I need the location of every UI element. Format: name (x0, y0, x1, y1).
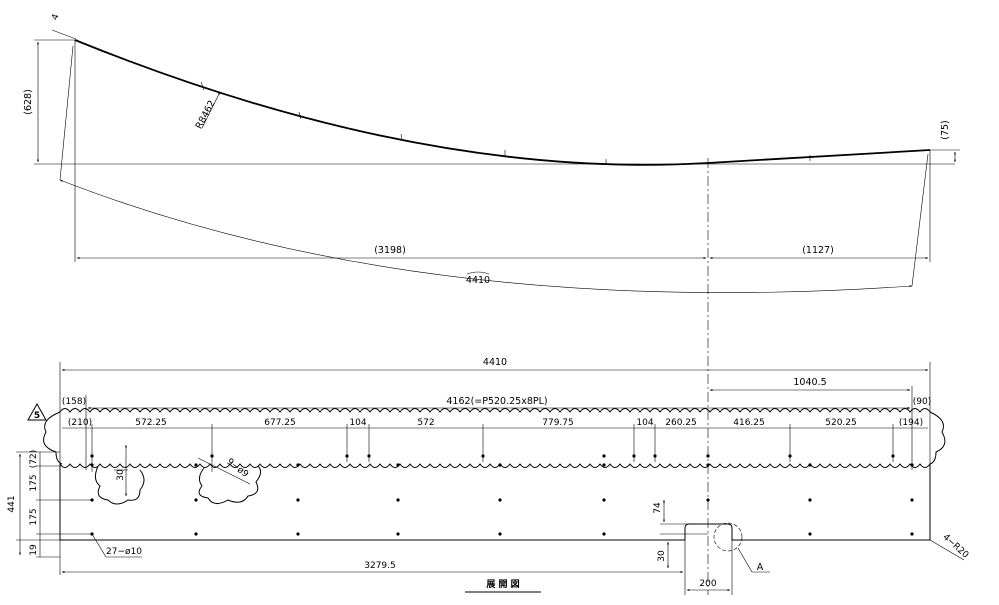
hole-mark (602, 532, 606, 536)
notch-depth-label: 30 (116, 469, 126, 481)
drawing-title: 展 開 図 (486, 579, 519, 590)
right-height-label: (75) (940, 120, 951, 140)
hole-mark (296, 498, 300, 502)
bead-band-top (59, 408, 931, 413)
hole-mark (788, 454, 792, 458)
notch-scallop-center (198, 465, 262, 504)
hole-mark (808, 498, 812, 502)
arc-length-label: 4410 (466, 275, 490, 286)
hole-mark (396, 498, 400, 502)
curve-tick-marks (200, 81, 811, 165)
height-label: 175 (29, 508, 39, 525)
hole-mark (367, 454, 371, 458)
hole-mark (481, 454, 485, 458)
hole-mark (653, 454, 657, 458)
bead-mark: 5 (27, 402, 47, 421)
hole-mark (602, 463, 606, 467)
pitch-total-label: 4162(=P520.25x8PL) (446, 396, 547, 407)
top-profile-view: (628) 4 (75) R8462 (3198) (1127) 4410 (23, 13, 960, 595)
spacing-label: 260.25 (665, 418, 697, 428)
hole-mark (396, 532, 400, 536)
left-end-label: (158) (62, 397, 86, 407)
corner-radius-label: 4−R20 (940, 532, 970, 560)
spacing-label: 572 (417, 418, 434, 428)
plate-outline (59, 464, 931, 541)
hole-mark (90, 532, 94, 536)
hole-mark (90, 498, 94, 502)
overall-length-label: 4410 (483, 357, 507, 368)
hole-mark (706, 463, 710, 467)
left-span-label: (3198) (374, 245, 406, 256)
hole-mark (706, 454, 710, 458)
height-label: 19 (29, 544, 39, 556)
hole-mark (910, 498, 914, 502)
hole-mark (602, 498, 606, 502)
radius-label: R8462 (194, 99, 218, 131)
hole-mark (808, 463, 812, 467)
cutout-width-label: 200 (699, 579, 716, 589)
spacing-label: 104 (636, 418, 653, 428)
hole-mark (910, 463, 914, 467)
notch-scallop-left (94, 465, 145, 505)
hole-mark (602, 454, 606, 458)
hole-mark (296, 463, 300, 467)
total-height-label: 441 (7, 495, 17, 512)
curved-plate-profile (74, 39, 931, 166)
offset-label: 4 (50, 13, 61, 22)
right-span-label: (1127) (802, 245, 834, 256)
hole-mark (210, 454, 214, 458)
spacing-label: 572.25 (135, 418, 167, 428)
cutout-depth-label: 30 (657, 550, 667, 562)
hole-mark (891, 454, 895, 458)
right-end-label: (90) (913, 397, 931, 407)
detail-ref-label: A (757, 562, 764, 573)
height-label: 175 (29, 474, 39, 491)
detail-circle (713, 522, 743, 552)
spacing-label: 677.25 (264, 418, 296, 428)
hole-mark (194, 498, 198, 502)
hole-pattern (90, 454, 914, 536)
bead-holes-label: 9−ø9 (224, 457, 250, 480)
cutout-height-label: 74 (653, 502, 663, 514)
right-offset-label: 1040.5 (793, 377, 826, 388)
spacing-label: 416.25 (733, 418, 765, 428)
spacing-label: (194) (899, 418, 923, 428)
spacing-label: (210) (68, 418, 92, 428)
hole-mark (296, 532, 300, 536)
hole-mark (632, 454, 636, 458)
svg-text:5: 5 (34, 411, 40, 421)
height-label: (72) (29, 450, 39, 468)
hole-mark (194, 463, 198, 467)
hole-mark (498, 498, 502, 502)
hole-mark (194, 532, 198, 536)
left-height-label: (628) (23, 89, 34, 115)
hole-mark (396, 463, 400, 467)
hole-mark (90, 463, 94, 467)
hole-mark (910, 532, 914, 536)
spacing-label: 779.75 (542, 418, 574, 428)
hole-mark (345, 454, 349, 458)
spacing-label: 520.25 (825, 418, 857, 428)
notch-position-label: 3279.5 (364, 561, 396, 571)
bead-band-bottom (59, 463, 931, 468)
development-view: 4410 1040.5 4162(=P520.25x8PL) (158) (90… (7, 357, 970, 595)
side-holes-label: 27−ø10 (106, 547, 142, 557)
hole-mark (706, 498, 710, 502)
spacing-label: 104 (349, 418, 366, 428)
hole-mark (808, 532, 812, 536)
hole-mark (498, 463, 502, 467)
hole-mark (498, 532, 502, 536)
hole-mark (90, 454, 94, 458)
